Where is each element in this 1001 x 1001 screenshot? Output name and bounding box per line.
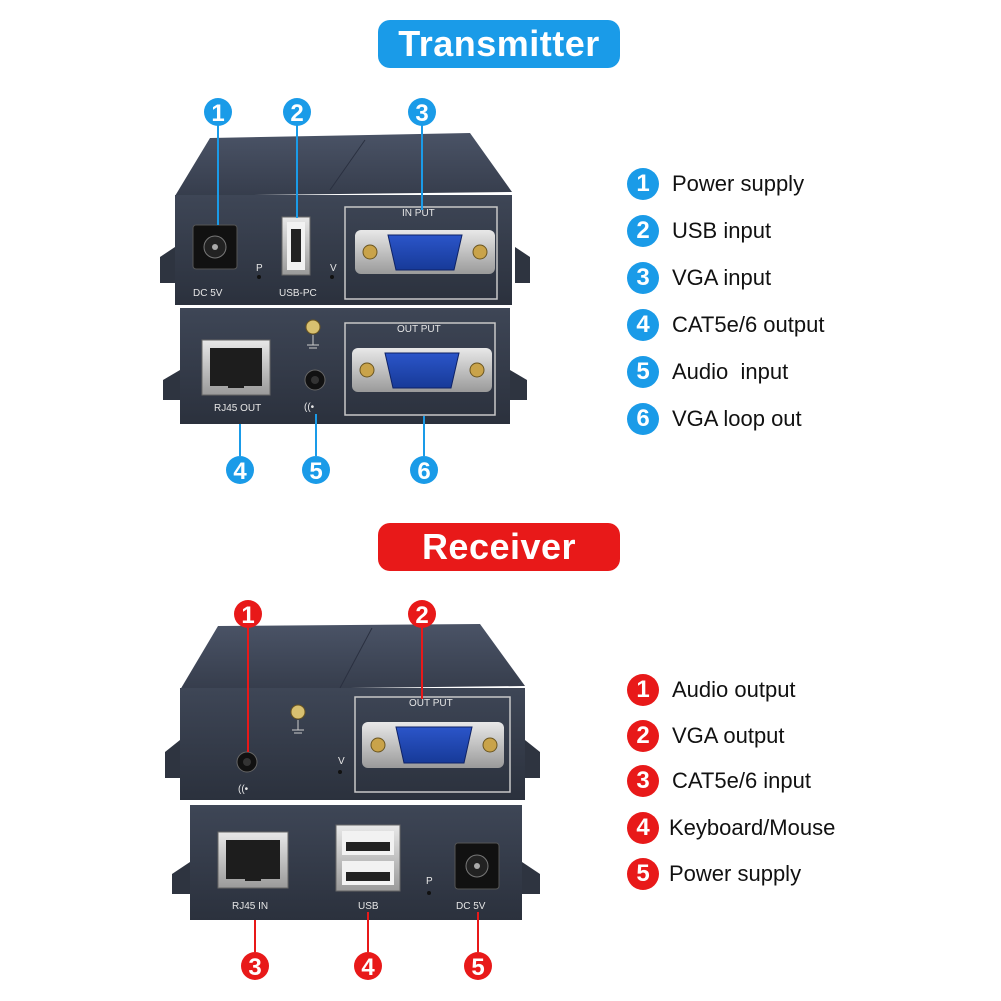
- rx-ground-screw: [290, 704, 306, 734]
- tx-dc-label: DC 5V: [193, 288, 223, 299]
- tx-rj45-label: RJ45 OUT: [214, 403, 261, 414]
- rx-legend-number: 5: [627, 858, 659, 890]
- tx-top-face: [175, 133, 512, 196]
- rx-legend-item-cat-input: 3 CAT5e/6 input: [627, 764, 811, 798]
- rx-rj45-port: [217, 831, 289, 889]
- rx-p-label: P: [426, 876, 433, 887]
- rx-out-put-label: OUT PUT: [409, 698, 453, 709]
- tx-audio-icon-label: ((•: [304, 402, 315, 413]
- rx-legend-label: VGA output: [672, 723, 785, 748]
- tx-usb-port: [281, 216, 311, 276]
- tx-legend-number: 5: [627, 356, 659, 388]
- rx-dc-label: DC 5V: [456, 901, 486, 912]
- tx-legend-label: VGA input: [672, 265, 772, 290]
- tx-legend-label: VGA loop out: [672, 406, 802, 431]
- tx-legend-label: CAT5e/6 output: [672, 312, 825, 337]
- tx-legend-label: Audio input: [672, 359, 789, 384]
- tx-legend-label: USB input: [672, 218, 772, 243]
- tx-out-put-label: OUT PUT: [397, 324, 441, 335]
- rx-usb-ports: [335, 824, 401, 892]
- tx-callout-lines: [217, 125, 425, 456]
- rx-legend-number: 3: [627, 765, 659, 797]
- tx-callout-5: 5: [302, 456, 330, 485]
- svg-text:2: 2: [290, 100, 303, 127]
- tx-legend-item-cat-output: 4 CAT5e/6 output: [627, 308, 824, 342]
- tx-vga-input-port: [355, 230, 495, 274]
- svg-text:4: 4: [361, 954, 375, 981]
- rx-v-label: V: [338, 756, 345, 767]
- svg-text:4: 4: [233, 458, 247, 485]
- tx-legend-item-audio-input: 5 Audio input: [627, 355, 788, 389]
- tx-in-put-label: IN PUT: [402, 208, 435, 219]
- tx-legend-item-vga-input: 3 VGA input: [627, 261, 771, 295]
- rx-vga-out-frame: [354, 696, 511, 793]
- tx-vga-out-port: [352, 348, 492, 392]
- rx-callout-4: 4: [354, 952, 382, 981]
- tx-ear-left-bottom: [163, 370, 180, 400]
- rx-callout-2: 2: [408, 600, 436, 629]
- svg-text:6: 6: [417, 458, 430, 485]
- tx-legend-number: 4: [627, 309, 659, 341]
- svg-text:5: 5: [471, 954, 484, 981]
- rx-legend-label: Power supply: [669, 861, 802, 886]
- rx-legend-label: Keyboard/Mouse: [669, 815, 836, 840]
- tx-callout-2: 2: [283, 98, 311, 127]
- tx-v-label: V: [330, 263, 337, 274]
- rx-legend-number: 4: [627, 812, 659, 844]
- tx-legend-item-vga-loop-out: 6 VGA loop out: [627, 402, 802, 436]
- receiver-device: ((• V OUT PUT RJ45 IN: [165, 600, 540, 981]
- rx-audio-icon-label: ((•: [238, 784, 249, 795]
- rx-usb-label: USB: [358, 901, 379, 912]
- tx-rj45-port: [201, 339, 271, 396]
- tx-dc-jack: [192, 224, 238, 270]
- tx-callout-3: 3: [408, 98, 436, 127]
- tx-ear-left-top: [160, 247, 175, 283]
- svg-text:1: 1: [211, 100, 224, 127]
- rx-legend-label: Audio output: [672, 677, 796, 702]
- tx-ear-right-bottom: [510, 370, 527, 400]
- rx-dc-jack: [454, 842, 500, 890]
- tx-p-label: P: [256, 263, 263, 274]
- tx-legend-number: 6: [627, 403, 659, 435]
- rx-callout-5: 5: [464, 952, 492, 981]
- rx-callout-1: 1: [234, 600, 262, 629]
- transmitter-title: Transmitter: [378, 20, 620, 68]
- svg-text:1: 1: [241, 602, 254, 629]
- rx-callout-lines: [247, 628, 479, 952]
- tx-callout-1: 1: [204, 98, 232, 127]
- transmitter-device: DC 5V P USB-PC V IN PUT RJ45 OUT: [160, 98, 530, 485]
- tx-audio-jack: [304, 369, 326, 391]
- rx-legend-item-vga-output: 2 VGA output: [627, 719, 785, 753]
- tx-ground-screw: [305, 319, 321, 349]
- svg-text:3: 3: [248, 954, 261, 981]
- rx-callout-3: 3: [241, 952, 269, 981]
- svg-text:5: 5: [309, 458, 322, 485]
- rx-legend-label: CAT5e/6 input: [672, 768, 812, 793]
- tx-vga-out-frame: [344, 322, 496, 416]
- rx-vga-out-port: [362, 722, 504, 768]
- svg-text:3: 3: [415, 100, 428, 127]
- rx-legend-number: 2: [627, 720, 659, 752]
- tx-legend-number: 1: [627, 168, 659, 200]
- tx-legend-item-power-supply: 1 Power supply: [627, 167, 804, 201]
- tx-usb-label: USB-PC: [279, 288, 317, 299]
- rx-legend-item-audio-output: 1 Audio output: [627, 673, 796, 707]
- tx-legend-item-usb-input: 2 USB input: [627, 214, 771, 248]
- tx-legend-number: 3: [627, 262, 659, 294]
- tx-ear-right-top: [515, 247, 530, 283]
- svg-text:2: 2: [415, 602, 428, 629]
- rx-audio-jack: [236, 751, 258, 773]
- tx-legend-number: 2: [627, 215, 659, 247]
- receiver-title: Receiver: [378, 523, 620, 571]
- tx-callout-4: 4: [226, 456, 254, 485]
- rx-rj45-label: RJ45 IN: [232, 901, 268, 912]
- rx-legend-item-power-supply: 5 Power supply: [627, 857, 801, 891]
- rx-top-face: [180, 624, 525, 690]
- rx-legend-item-keyboard-mouse: 4 Keyboard/Mouse: [627, 811, 835, 845]
- tx-callout-6: 6: [410, 456, 438, 485]
- rx-legend-number: 1: [627, 674, 659, 706]
- tx-legend-label: Power supply: [672, 171, 805, 196]
